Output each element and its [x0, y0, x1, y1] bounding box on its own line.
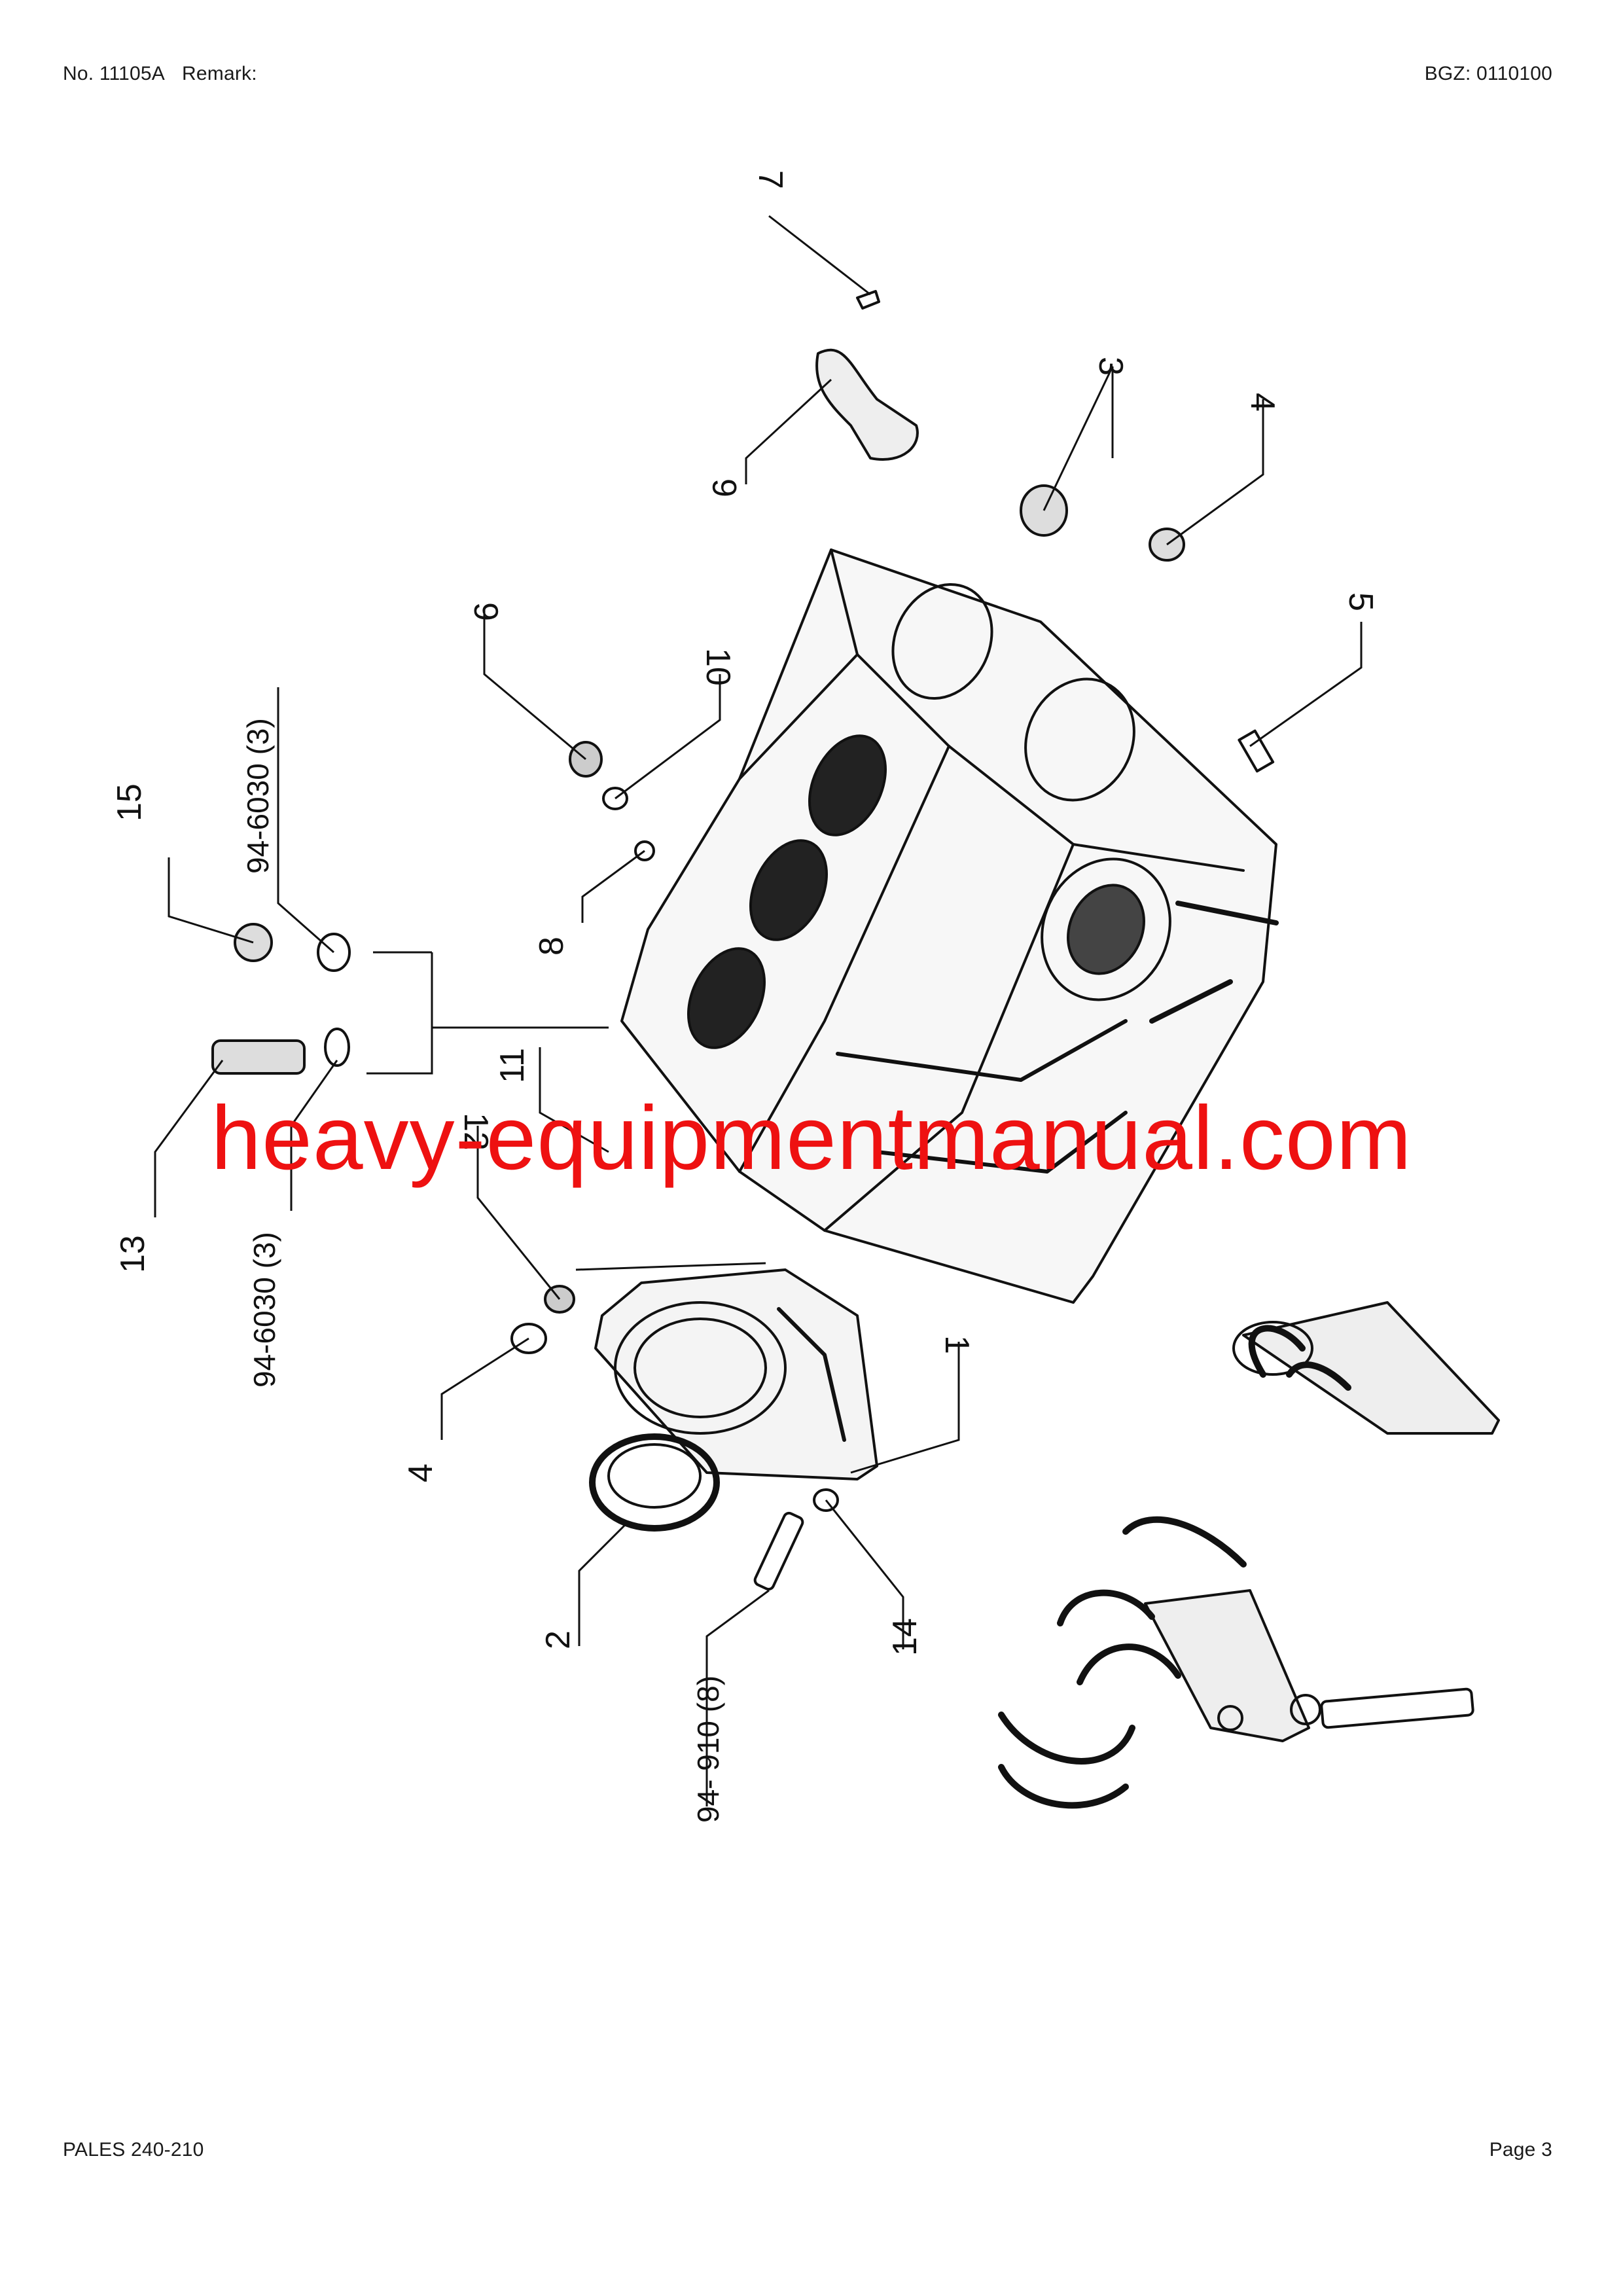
bgz-code: BGZ: 0110100 — [1424, 63, 1552, 84]
callout-11: 11 — [493, 1048, 531, 1083]
crankshaft-seal — [589, 1433, 720, 1532]
callout-12: 12 — [457, 1113, 495, 1151]
callout-6: 6 — [706, 478, 744, 497]
callout-8: 8 — [533, 937, 571, 956]
watermark-text: heavy-equipmentmanual.com — [211, 1088, 1412, 1189]
page-header-left: No. 11105A Remark: — [63, 63, 257, 85]
small-parts — [211, 290, 1275, 1591]
callout-2: 2 — [539, 1630, 577, 1649]
bearing-cap-upper — [1232, 1301, 1500, 1435]
callout-9: 9 — [467, 602, 505, 621]
callout-10: 10 — [699, 648, 737, 686]
callout-15: 15 — [111, 783, 149, 821]
callout-4-upper: 4 — [1243, 393, 1281, 412]
callout-3: 3 — [1092, 357, 1130, 376]
callout-13: 13 — [114, 1235, 152, 1273]
bearing-cap-lower — [998, 1516, 1474, 1809]
footer-model: PALES 240-210 — [63, 2139, 204, 2161]
reference-94-6030-lower: 94-6030 (3) — [247, 1232, 281, 1388]
remark-label: Remark: — [182, 63, 257, 84]
leader-lines — [154, 215, 1363, 1806]
rear-cover-plate — [594, 1268, 878, 1480]
engine-block — [620, 548, 1279, 1304]
callout-14: 14 — [886, 1618, 924, 1656]
callout-5: 5 — [1342, 592, 1380, 611]
callout-4-lower: 4 — [402, 1463, 440, 1482]
document-number: No. 11105A — [63, 63, 165, 84]
callout-labels: 7 6 3 4 5 9 10 8 11 12 15 94-6030 (3) 13… — [111, 170, 1380, 1823]
callout-1: 1 — [938, 1335, 976, 1354]
callout-7: 7 — [751, 170, 789, 189]
reference-94-6030-upper: 94-6030 (3) — [241, 718, 275, 874]
footer-page-number: Page 3 — [1489, 2139, 1552, 2161]
reference-94-910: 94- 910 (8) — [691, 1676, 725, 1823]
